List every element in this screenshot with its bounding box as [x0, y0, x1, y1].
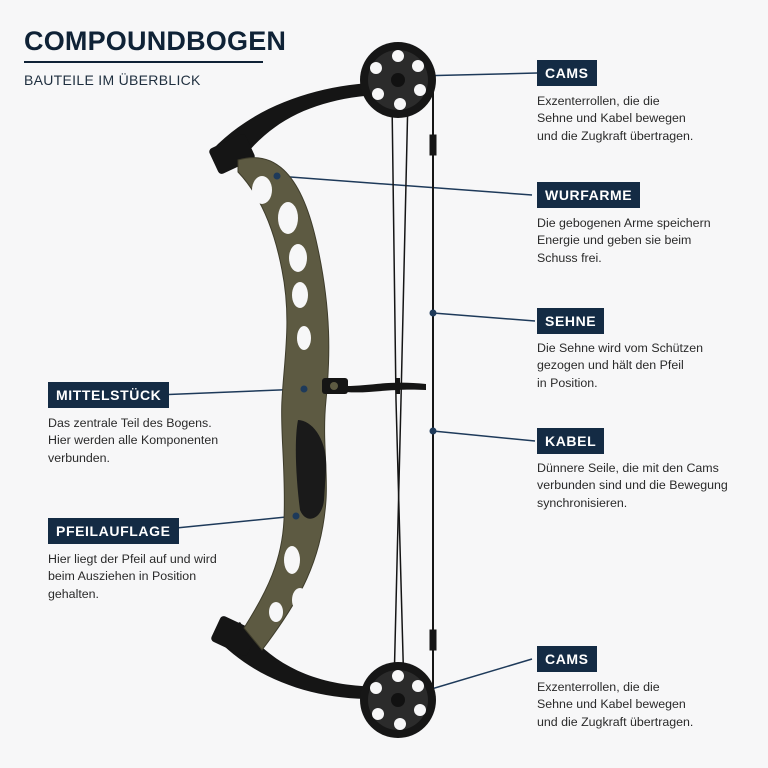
label-mittelstueck: MITTELSTÜCK [48, 382, 170, 408]
leader-wurfarme [276, 175, 533, 196]
cable-1 [391, 99, 405, 693]
label-wurfarme: WURFARME [537, 182, 641, 208]
cam-bottom [360, 662, 436, 738]
label-pfeilauflage: PFEILAUFLAGE [48, 518, 179, 544]
leader-sehne [432, 312, 536, 322]
leader-kabel [432, 430, 536, 442]
string-serving-bottom [429, 629, 437, 651]
label-sehne: SEHNE [537, 308, 605, 334]
riser-cutouts [252, 176, 311, 622]
string-serving-top [429, 134, 437, 156]
riser-body [237, 157, 330, 651]
leader-cams-top [415, 72, 538, 77]
desc-sehne: Die Sehne wird vom Schützen gezogen und … [537, 341, 703, 390]
riser [237, 157, 330, 651]
label-cams-top: CAMS [537, 60, 597, 86]
desc-pfeilauflage: Hier liegt der Pfeil auf und wird beim A… [48, 552, 217, 601]
cam-top [360, 42, 436, 118]
leader-lines [155, 72, 538, 694]
limbs [209, 82, 398, 700]
desc-kabel: Dünnere Seile, die mit den Cams verbunde… [537, 461, 728, 510]
desc-cams-bottom: Exzenterrollen, die die Sehne und Kabel … [537, 680, 694, 729]
label-kabel: KABEL [537, 428, 605, 454]
grip [295, 420, 327, 519]
leader-pfeilauflage [155, 515, 297, 531]
desc-mittelstueck: Das zentrale Teil des Bogens. Hier werde… [48, 416, 219, 465]
page-subtitle: BAUTEILE IM ÜBERBLICK [24, 72, 201, 88]
arrow-rest [322, 378, 426, 394]
leader-cams-bottom [417, 658, 533, 694]
cable-2 [393, 95, 409, 687]
label-cams-bottom: CAMS [537, 646, 597, 672]
page-title: COMPOUNDBOGEN [24, 26, 287, 56]
leader-mittelstueck [155, 388, 305, 396]
title-underline [24, 61, 263, 63]
desc-cams-top: Exzenterrollen, die die Sehne und Kabel … [537, 94, 694, 143]
strings [391, 88, 437, 693]
desc-wurfarme: Die gebogenen Arme speichern Energie und… [537, 216, 711, 265]
